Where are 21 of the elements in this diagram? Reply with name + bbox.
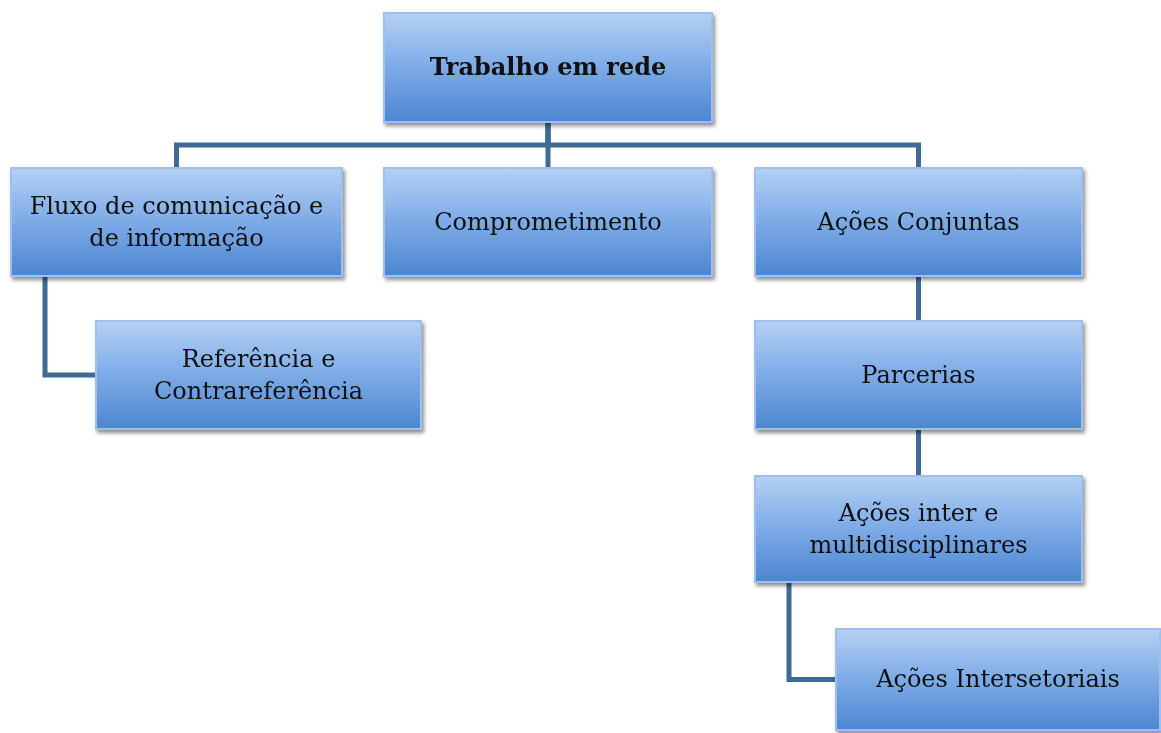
process-box [754, 475, 1083, 583]
box-label: Fluxo de comunicação e de informação [28, 190, 325, 254]
connector-line [916, 430, 921, 475]
process-box [10, 167, 343, 277]
process-box [754, 320, 1083, 430]
connector-line [545, 123, 921, 167]
process-box [754, 167, 1083, 277]
process-box [95, 320, 422, 430]
box-label: Parcerias [861, 359, 976, 391]
box-label: Comprometimento [434, 206, 662, 238]
connector-line [916, 277, 921, 320]
process-box [835, 628, 1161, 731]
box-label: Ações Conjuntas [817, 206, 1020, 238]
connector-line [786, 583, 835, 682]
process-box [383, 12, 713, 123]
connector-line [42, 277, 95, 378]
process-box [383, 167, 713, 277]
box-label: Trabalho em rede [429, 51, 667, 84]
box-label: Referência e Contrareferência [153, 343, 364, 407]
box-label: Ações inter e multidisciplinares [808, 497, 1029, 561]
box-label: Ações Intersetoriais [876, 664, 1120, 696]
